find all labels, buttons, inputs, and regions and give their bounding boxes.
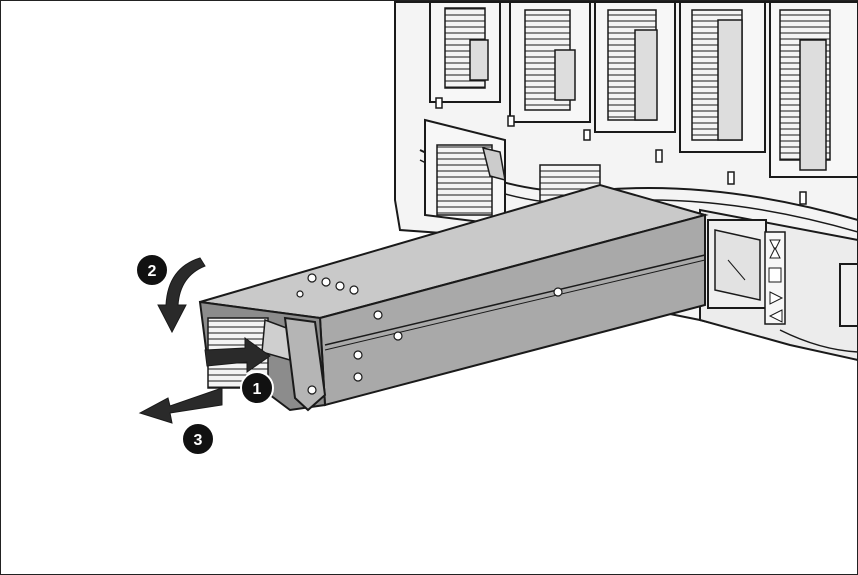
blade-bay-2 — [509, 1, 591, 123]
svg-text:1: 1 — [253, 381, 262, 398]
push-arrow-icon — [204, 337, 271, 373]
blade-bay-1 — [429, 1, 501, 103]
blade-bay-4 — [679, 1, 766, 153]
blade-bay-5 — [769, 1, 858, 178]
svg-text:2: 2 — [148, 263, 157, 280]
enclosure-bays-icon — [429, 1, 858, 205]
pull-arrow-icon — [138, 387, 223, 424]
callout-1: 1 — [240, 371, 274, 405]
callout-2: 2 — [135, 253, 169, 287]
blade-bay-3 — [594, 1, 676, 133]
rotate-arrow-icon — [157, 257, 206, 334]
svg-text:3: 3 — [194, 432, 203, 449]
callout-3: 3 — [181, 422, 215, 456]
rear-connector — [707, 219, 858, 327]
